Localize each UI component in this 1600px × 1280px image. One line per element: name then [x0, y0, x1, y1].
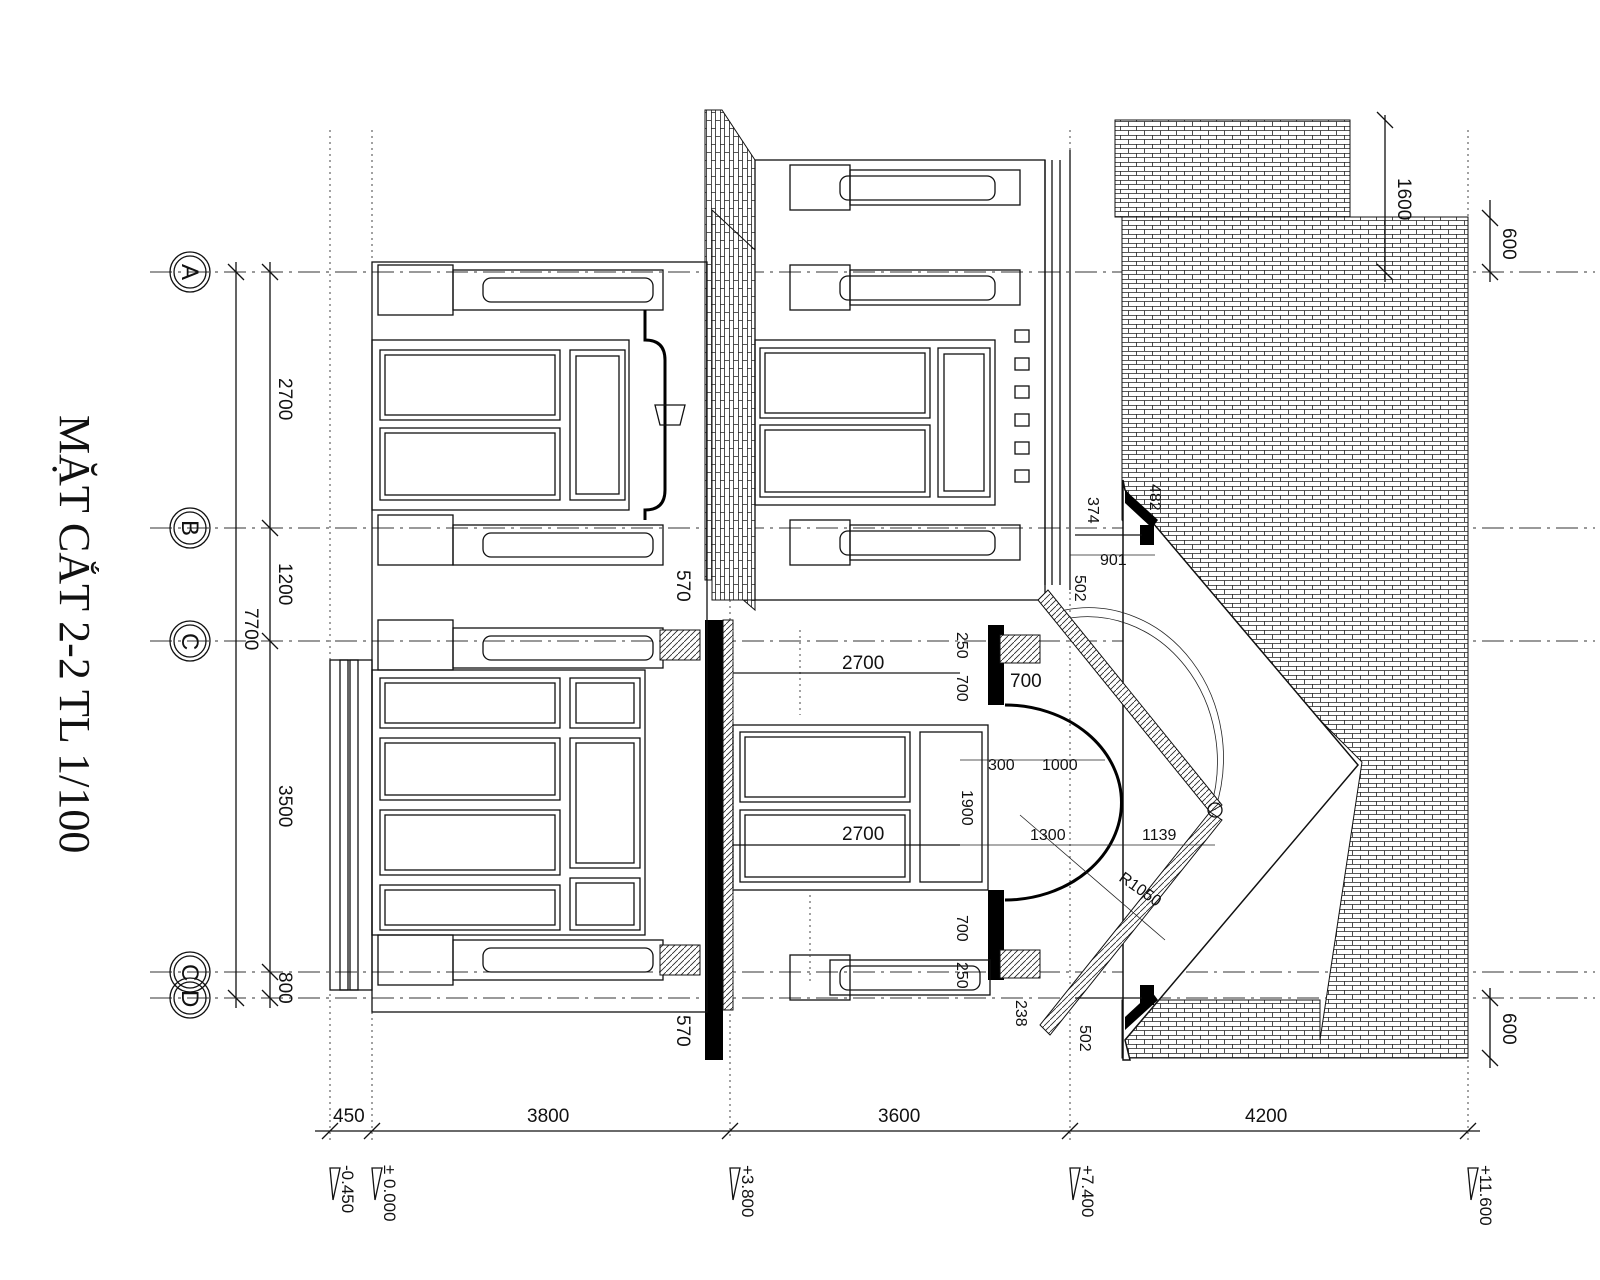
- dim-1200-left: 1200: [274, 563, 295, 605]
- gable-slope-lower: [1039, 811, 1223, 1036]
- dim-3500-left: 3500: [274, 785, 295, 827]
- level-marker-4: +7.400: [1069, 1165, 1097, 1217]
- roof-upper-tiles: [711, 208, 756, 601]
- dim-700-horizontal: 700: [1010, 671, 1042, 692]
- dim-2700-lower: 2700: [842, 824, 884, 845]
- dim-2700-left: 2700: [274, 378, 295, 420]
- dim-250-bottom: 250: [953, 962, 970, 989]
- floor-slabs: [705, 150, 1071, 1060]
- ground-floor-elevation: [329, 261, 708, 1013]
- roof-tiles: [704, 109, 1469, 1061]
- dim-374: 374: [1084, 497, 1101, 524]
- gable-slope-upper: [1037, 589, 1223, 813]
- dim-7700-left: 7700: [240, 608, 261, 650]
- dim-3600-bottom: 3600: [878, 1106, 920, 1127]
- axis-bubble-b: B: [169, 507, 211, 549]
- axis-bubble-c: C: [169, 620, 211, 662]
- level-marker-3: +3.800: [729, 1165, 757, 1217]
- dim-1900: 1900: [958, 790, 975, 826]
- dim-238: 238: [1012, 1000, 1029, 1027]
- dim-502-bottom: 502: [1076, 1025, 1093, 1052]
- level-7400: +7.400: [1078, 1165, 1097, 1217]
- dim-300: 300: [988, 757, 1015, 774]
- dim-700-a: 700: [953, 675, 970, 702]
- right-dimensions: 1600 600 600: [1376, 111, 1519, 1068]
- level-3800: +3.800: [738, 1165, 757, 1217]
- dim-250-top: 250: [953, 632, 970, 659]
- gable-section: [1004, 490, 1224, 1036]
- dim-1300: 1300: [1030, 827, 1066, 844]
- left-dimension-chain: 2700 1200 7700 3500 800: [227, 262, 295, 1008]
- dim-570-top: 570: [672, 570, 693, 602]
- drawing-title: MẶT CẮT 2-2 TL 1/100: [50, 415, 100, 853]
- axis-label-c: C: [176, 633, 203, 650]
- axis-label-a: A: [176, 264, 203, 280]
- dim-502-top: 502: [1071, 575, 1088, 602]
- axis-bubble-d: D: [169, 977, 211, 1019]
- dim-2700-upper: 2700: [842, 653, 884, 674]
- bottom-dimensions: 450 3800 3600 4200: [315, 1106, 1480, 1140]
- axis-label-d: D: [176, 990, 203, 1007]
- dim-901: 901: [1100, 552, 1127, 569]
- dim-1600-right: 1600: [1393, 178, 1414, 220]
- dim-800-left: 800: [274, 972, 295, 1004]
- axis-label-c2: C: [176, 964, 203, 981]
- level-marker-1: -0.450: [329, 1165, 357, 1213]
- dim-600-top-right: 600: [1498, 228, 1519, 260]
- level-11600: +11.600: [1476, 1165, 1495, 1226]
- dim-570-bottom: 570: [672, 1015, 693, 1047]
- balusters: [1014, 329, 1030, 483]
- level-0000: ± 0.000: [380, 1165, 399, 1222]
- level-markers: -0.450 ± 0.000 +3.800 +7.400 +11.600: [329, 1165, 1495, 1226]
- axis-bubble-c2: C: [169, 951, 211, 993]
- axis-label-b: B: [176, 520, 203, 536]
- roof-top-tiles: [1114, 119, 1351, 218]
- dim-700-b: 700: [953, 915, 970, 942]
- axis-bubble-a: A: [169, 251, 211, 293]
- dim-4200-bottom: 4200: [1245, 1106, 1287, 1127]
- level-marker-5: +11.600: [1467, 1165, 1495, 1226]
- dim-1000: 1000: [1042, 757, 1078, 774]
- dim-450-bottom: 450: [333, 1106, 365, 1127]
- level-marker-2: ± 0.000: [371, 1165, 399, 1222]
- axis-bubbles: A B C C D: [169, 251, 211, 1019]
- level-neg-0450: -0.450: [338, 1165, 357, 1213]
- upper-floor-elevation: [732, 159, 1046, 1001]
- dim-482: 482: [1146, 484, 1163, 511]
- dim-600-bottom-right: 600: [1498, 1013, 1519, 1045]
- dim-1139: 1139: [1142, 827, 1177, 844]
- dim-3800-bottom: 3800: [527, 1106, 569, 1127]
